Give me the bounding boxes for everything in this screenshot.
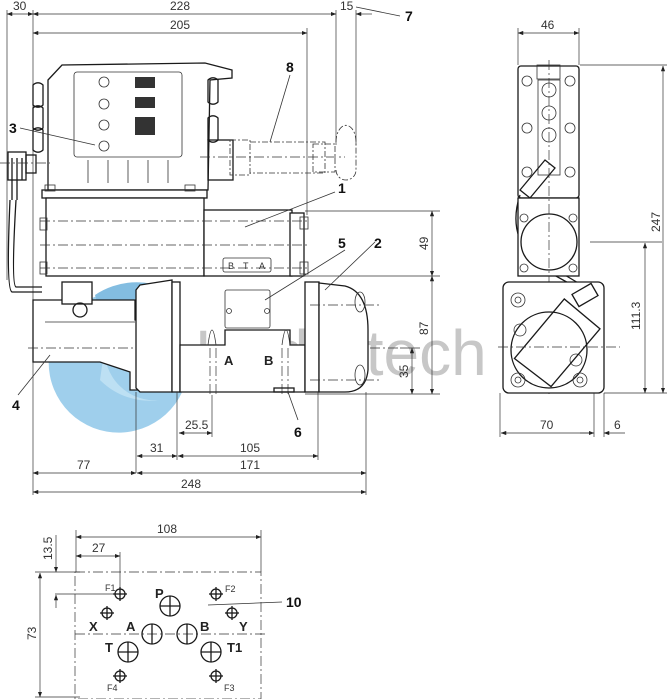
callout-5: 5 [338, 235, 346, 251]
nameplate-t: T [243, 261, 249, 271]
dim-171: 171 [240, 458, 260, 472]
port-b-label: B [264, 353, 273, 368]
dim-205: 205 [170, 18, 190, 32]
port-a-label: A [224, 353, 234, 368]
callout-2: 2 [374, 235, 382, 251]
front-view: 30 228 205 15 7 [0, 0, 440, 495]
hole-f4-label: F4 [107, 683, 118, 693]
dim-46: 46 [541, 18, 555, 32]
callout-6: 6 [294, 424, 302, 440]
dim-31: 31 [150, 441, 164, 455]
callout-3: 3 [9, 120, 17, 136]
port-p-label: P [155, 586, 164, 601]
dim-13-5: 13.5 [41, 536, 55, 560]
dim-105: 105 [240, 441, 260, 455]
callout-1: 1 [338, 180, 346, 196]
port-t-label: T [105, 640, 113, 655]
nameplate-b: B [228, 261, 234, 271]
dim-228: 228 [170, 0, 190, 13]
port-b-mount-label: B [200, 619, 209, 634]
nameplate [222, 257, 272, 273]
dim-6: 6 [614, 418, 621, 432]
dim-27: 27 [92, 541, 106, 555]
port-t1-label: T1 [227, 640, 242, 655]
dim-49: 49 [417, 236, 431, 250]
dim-35: 35 [397, 364, 411, 378]
nameplate-a: A [259, 261, 265, 271]
callout-10: 10 [286, 594, 302, 610]
dim-77: 77 [77, 458, 91, 472]
side-view: 46 247 111.3 [498, 18, 667, 437]
dim-248: 248 [181, 477, 201, 491]
callout-7: 7 [405, 8, 413, 24]
port-x-label: X [89, 619, 98, 634]
dim-87: 87 [417, 321, 431, 335]
dim-25-5: 25.5 [185, 418, 209, 432]
port-a-mount-label: A [126, 619, 136, 634]
dim-30: 30 [13, 0, 27, 13]
callout-4: 4 [12, 397, 20, 413]
dim-15: 15 [340, 0, 354, 13]
dim-70: 70 [540, 418, 554, 432]
dim-111-3: 111.3 [629, 301, 643, 330]
hole-f3-label: F3 [224, 683, 235, 693]
dim-73: 73 [25, 626, 39, 640]
dim-247: 247 [649, 212, 663, 232]
hole-f1-label: F1 [105, 583, 116, 593]
mounting-face: 73 108 27 13.5 F1 F2 F3 F4 P [25, 522, 302, 699]
port-y-label: Y [239, 619, 248, 634]
hole-f2-label: F2 [225, 584, 236, 594]
dim-108: 108 [157, 522, 177, 536]
callout-8: 8 [286, 59, 294, 75]
